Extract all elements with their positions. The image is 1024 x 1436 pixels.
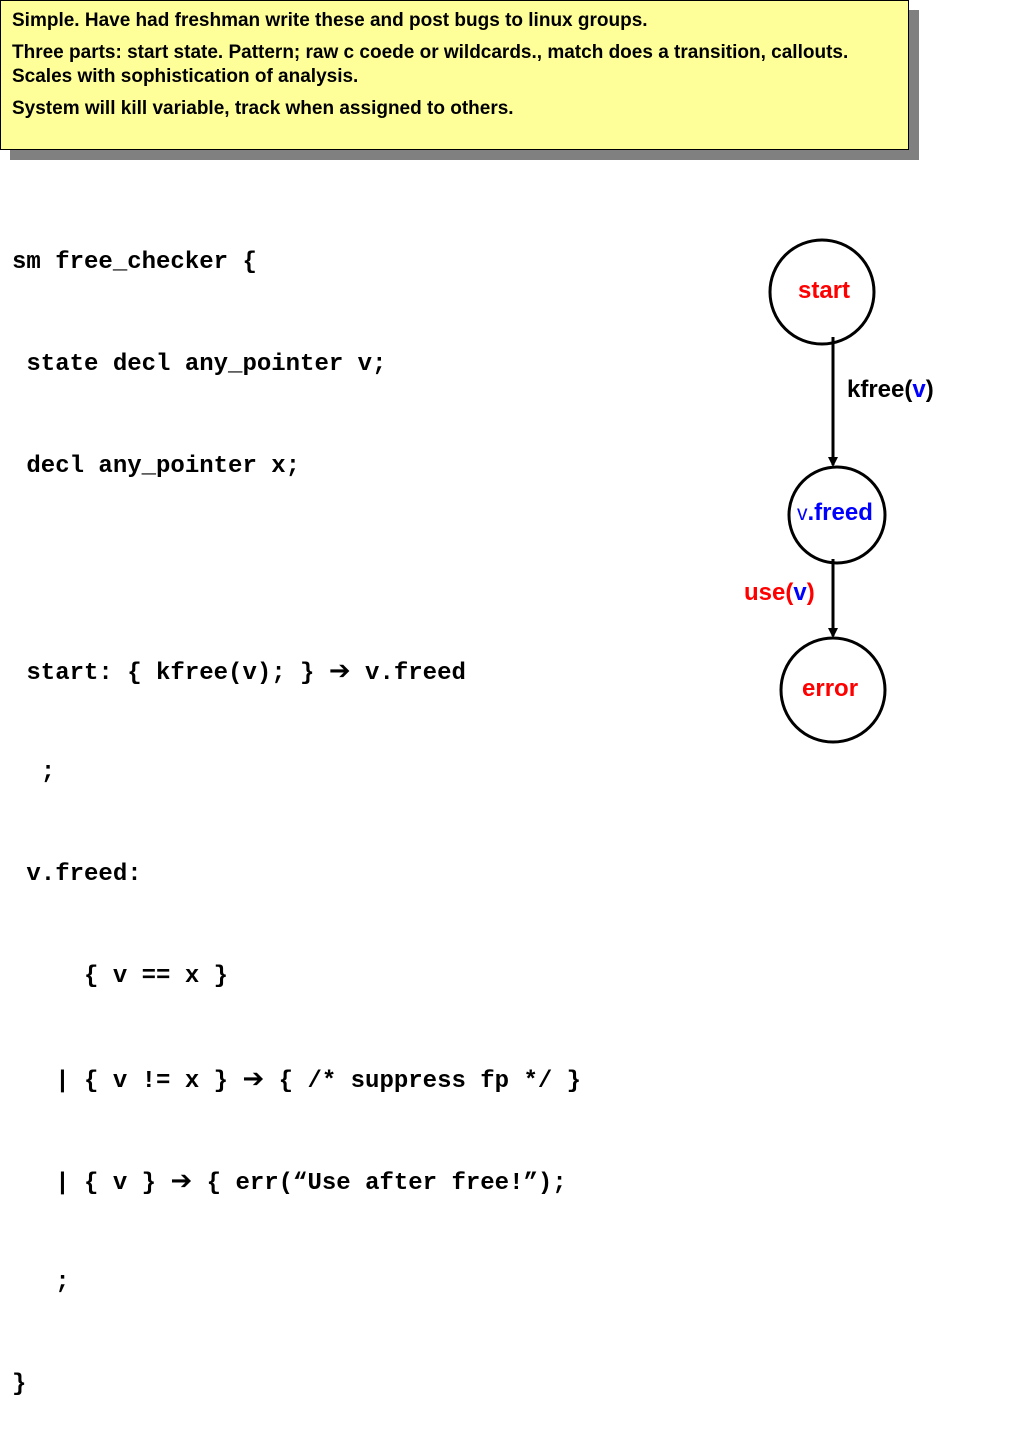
- code-line-6: v.freed:: [12, 861, 142, 888]
- state-freed-var: v: [797, 502, 808, 525]
- right-arrow-icon: ➔: [328, 656, 351, 686]
- code-line-3: decl any_pointer x;: [12, 453, 301, 480]
- notes-box: Simple. Have had freshman write these an…: [0, 0, 909, 150]
- note-line-3: System will kill variable, track when as…: [12, 98, 514, 119]
- state-start-node: [768, 238, 876, 346]
- code-line-7: { v == x }: [12, 963, 229, 990]
- code-line-9-pre: | { v }: [12, 1170, 171, 1197]
- code-line-4: start: { kfree(v); } ➔ v.freed: [12, 654, 581, 688]
- code-line-8-pre: | { v != x }: [12, 1068, 243, 1095]
- state-freed-name: .freed: [807, 499, 873, 526]
- edge-use-fn: use(: [744, 579, 794, 606]
- state-error-node: [779, 636, 887, 744]
- code-line-9: | { v } ➔ { err(“Use after free!”);: [12, 1164, 581, 1198]
- edge-kfree-close: ): [925, 376, 934, 403]
- right-arrow-icon: ➔: [242, 1064, 265, 1094]
- state-error-label: error: [802, 675, 859, 702]
- state-start-label: start: [798, 277, 851, 304]
- code-line-4-post: v.freed: [350, 660, 466, 687]
- code-line-11: }: [12, 1371, 27, 1398]
- code-line-8: | { v != x } ➔ { /* suppress fp */ }: [12, 1062, 581, 1096]
- edge-use-close: ): [806, 579, 815, 606]
- state-freed-node: [787, 465, 887, 565]
- code-line-4-pre: start: { kfree(v); }: [12, 660, 329, 687]
- code-line-8-post: { /* suppress fp */ }: [264, 1068, 582, 1095]
- state-diagram: [768, 238, 887, 744]
- edge-kfree-label: kfree(v): [847, 376, 934, 404]
- edge-use-arg: v: [793, 579, 807, 606]
- code-line-1: sm free_checker {: [12, 249, 257, 276]
- edge-use-label: use(v): [744, 579, 815, 607]
- note-line-2: Three parts: start state. Pattern; raw c…: [12, 42, 849, 87]
- note-line-1: Simple. Have had freshman write these an…: [12, 10, 648, 31]
- code-line-10: ;: [12, 1269, 70, 1296]
- state-freed-label: v.freed: [797, 499, 873, 528]
- code-line-2: state decl any_pointer v;: [12, 351, 387, 378]
- edge-kfree-arg: v: [912, 376, 926, 403]
- right-arrow-icon: ➔: [170, 1166, 193, 1196]
- code-line-9-post: { err(“Use after free!”);: [192, 1170, 567, 1197]
- edge-kfree-fn: kfree(: [847, 376, 913, 403]
